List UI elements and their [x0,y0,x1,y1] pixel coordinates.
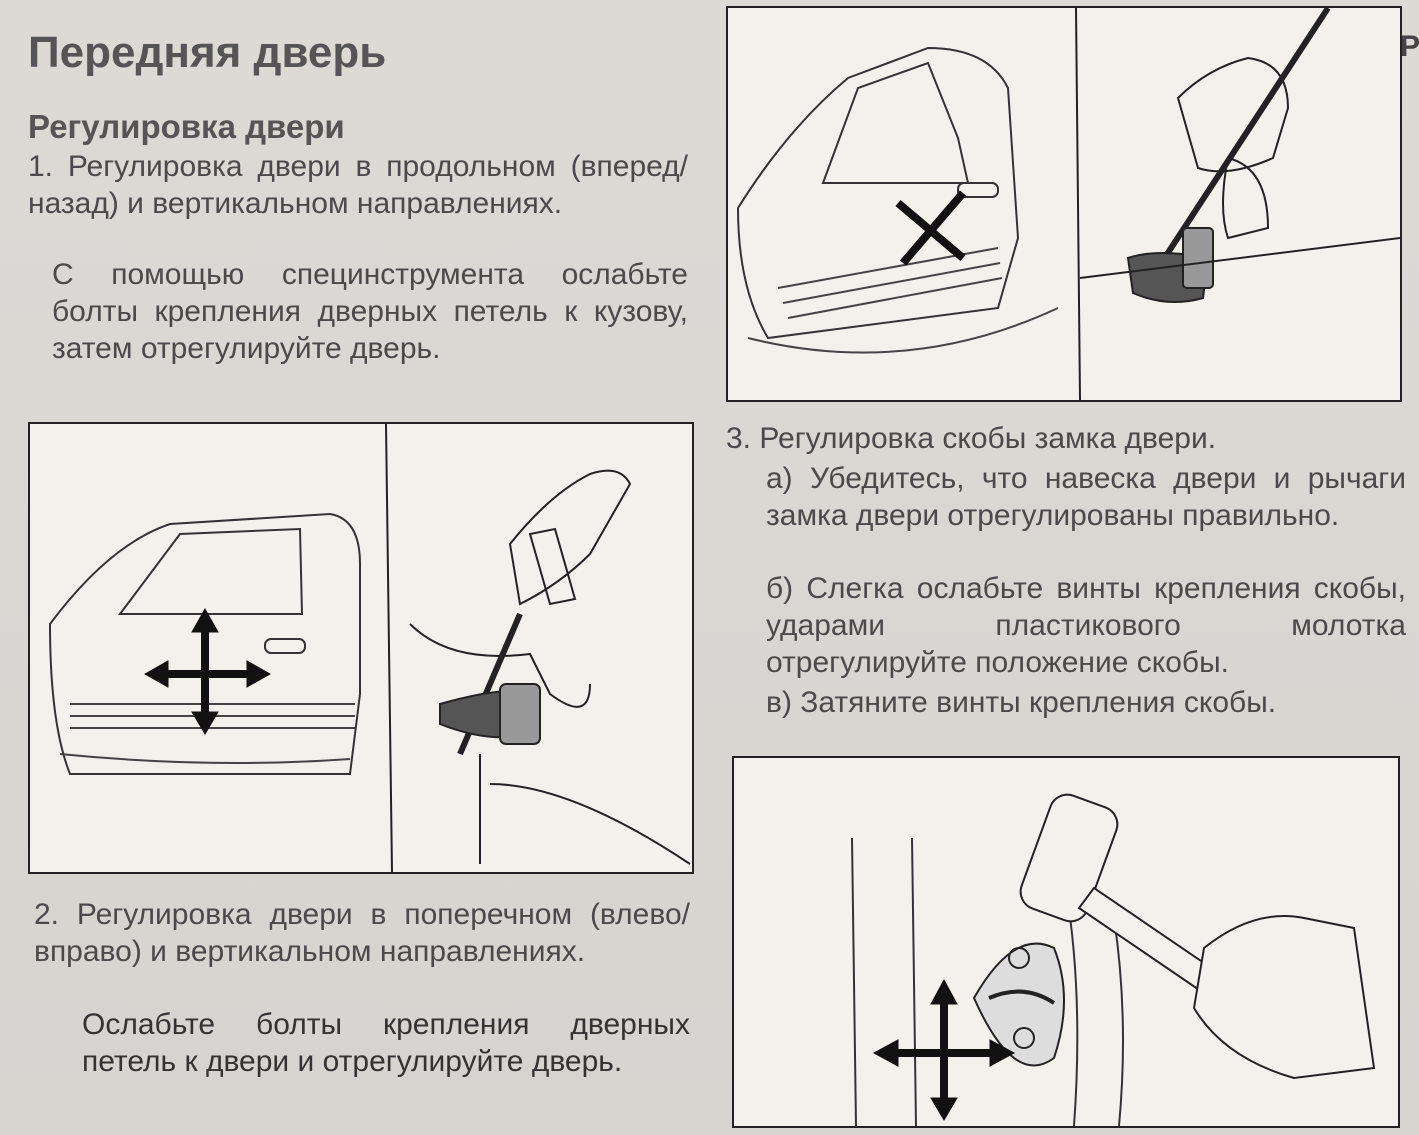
lock-striker-icon [972,942,1065,1067]
hinge-wrench-icon [409,469,691,865]
striker-adjust-arrows-icon [872,978,1016,1121]
step2-body: Ослабьте болты крепления дверных петель … [82,1008,690,1078]
door-longitudinal-drawing [736,8,1400,400]
illustration-door-adjust-longitudinal [726,6,1402,402]
step2-heading: 2. Регулировка двери в поперечном (влево… [34,898,690,968]
door-hinge-drawing [48,424,691,872]
striker-hammer-drawing [851,793,1376,1126]
next-page-edge-letter: Р [1400,30,1419,63]
illustration-front-door-hinge [28,422,694,874]
page-title: Передняя дверь [28,28,387,77]
step3-item-a: а) Убедитесь, что навеска двери и рычаги… [766,462,1406,532]
section-title: Регулировка двери [28,108,345,145]
step1-heading: 1. Регулировка двери в продольном (впере… [28,150,688,220]
illustration-lock-striker [732,756,1400,1128]
door-diagonal-arrows-icon [895,190,967,266]
step3-item-b: б) Слегка ослабьте винты крепления скобы… [766,572,1406,679]
door-adjust-arrows-icon [143,607,272,735]
step3-item-c: в) Затяните винты крепления скобы. [766,686,1277,719]
step3-heading: 3. Регулировка скобы замка двери. [726,422,1217,455]
step1-body: С помощью специнструмента ослабьте болты… [52,258,688,365]
hammer-icon [1019,793,1376,1080]
